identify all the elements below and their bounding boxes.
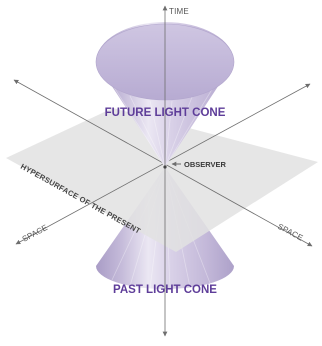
space-right-label: SPACE — [276, 222, 305, 243]
observer-label: OBSERVER — [184, 160, 227, 169]
observer-point — [163, 165, 167, 169]
past-cone-label: PAST LIGHT CONE — [113, 284, 217, 296]
space-left-label: SPACE — [21, 223, 50, 244]
time-label: TIME — [169, 7, 189, 16]
future-cone-label: FUTURE LIGHT CONE — [105, 107, 226, 119]
